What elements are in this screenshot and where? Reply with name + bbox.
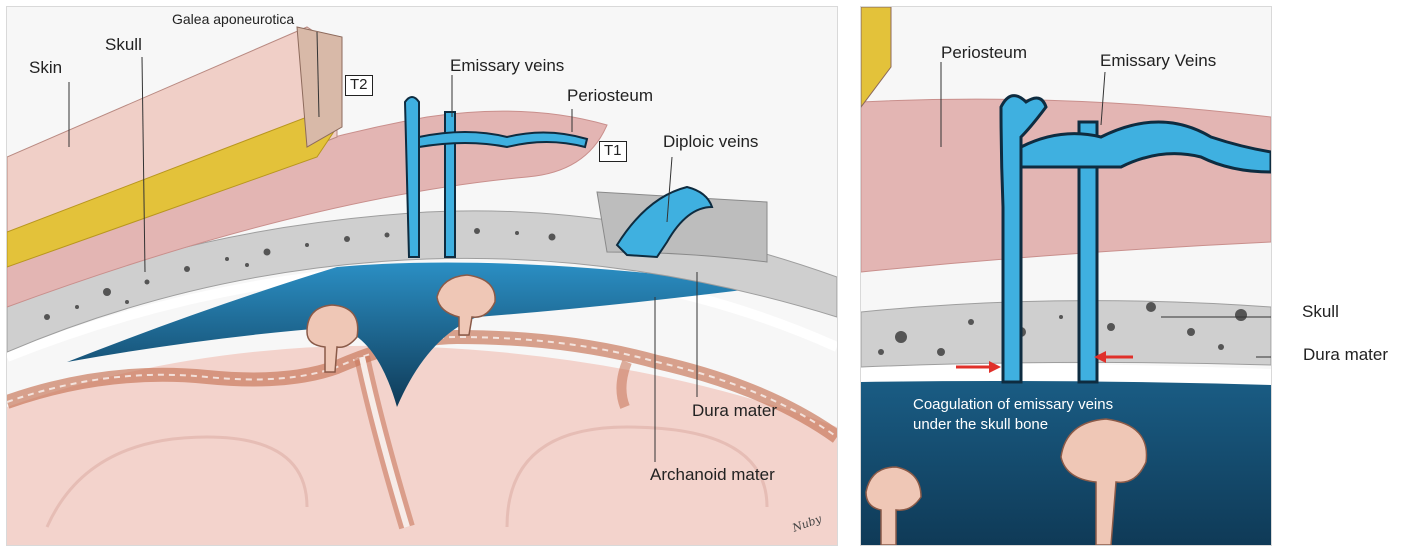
left-illustration-panel: Skin Skull Galea aponeurotica Emissary v… <box>6 6 838 546</box>
galea-fragment <box>861 7 891 107</box>
label-emissary-veins: Emissary veins <box>450 57 564 74</box>
label-t1-box: T1 <box>599 141 627 162</box>
coagulation-note-line-2: under the skull bone <box>913 415 1113 435</box>
label-periosteum: Periosteum <box>567 87 653 104</box>
label-emissary-veins: Emissary Veins <box>1100 52 1216 69</box>
skull-layer <box>861 301 1271 367</box>
coagulation-note-line-1: Coagulation of emissary veins <box>913 395 1113 415</box>
right-detail-panel: Periosteum Emissary Veins Coagulation of… <box>860 6 1272 546</box>
label-dura-mater-right: Dura mater <box>1303 346 1388 363</box>
emissary-vein-detail-illustration <box>861 7 1271 545</box>
label-dura-mater: Dura mater <box>692 402 777 419</box>
label-t2-box: T2 <box>345 75 373 96</box>
coagulation-note: Coagulation of emissary veins under the … <box>913 395 1113 436</box>
periosteum-layer <box>861 99 1271 272</box>
label-diploic-veins: Diploic veins <box>663 133 758 150</box>
label-periosteum: Periosteum <box>941 44 1027 61</box>
label-skin: Skin <box>29 59 62 76</box>
label-arachnoid-mater: Archanoid mater <box>650 466 775 483</box>
label-skull-right: Skull <box>1302 303 1339 320</box>
label-skull: Skull <box>105 36 142 53</box>
label-galea-aponeurotica: Galea aponeurotica <box>172 12 294 26</box>
